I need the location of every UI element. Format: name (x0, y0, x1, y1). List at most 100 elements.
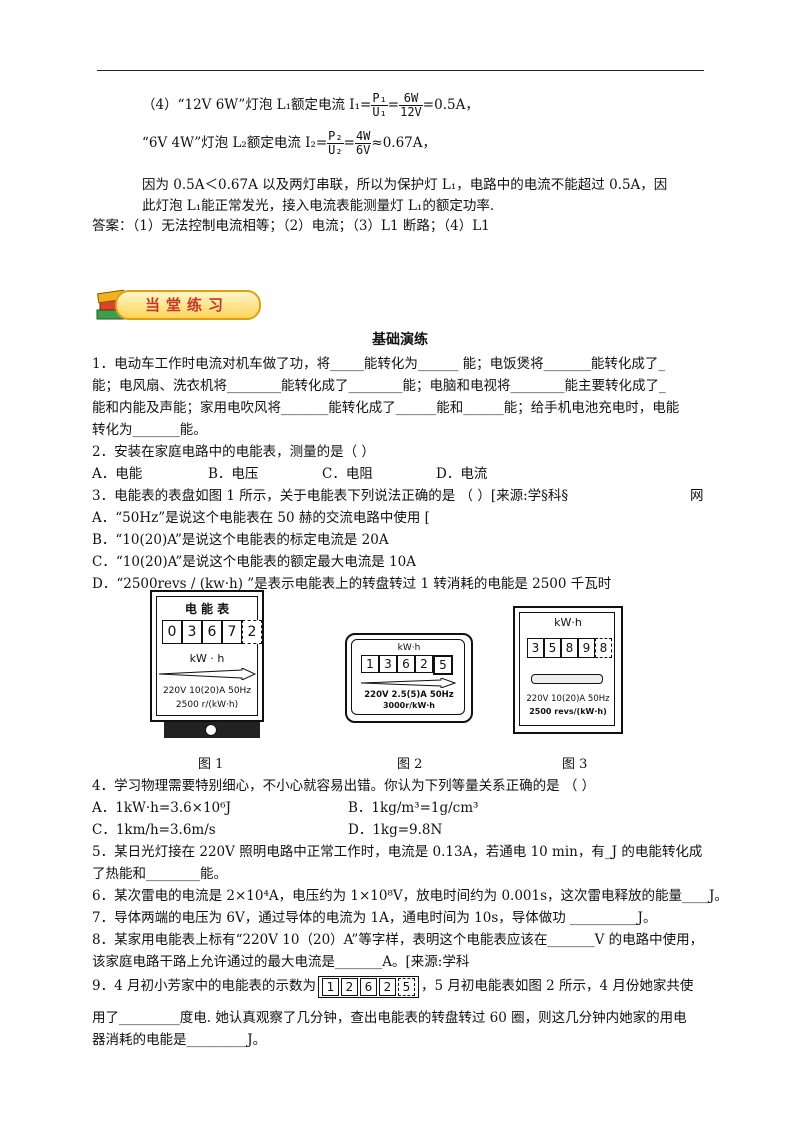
figure-3-caption: 图 3 (562, 757, 588, 772)
meter-digit: 0 (162, 620, 182, 644)
meter-digit: 6 (397, 655, 415, 673)
denominator: 12V (400, 105, 422, 119)
q3-option-c: C．“10(20)A”是说这个电能表的额定最大电流是 10A (92, 554, 417, 570)
meter-unit: kW·h (397, 643, 421, 653)
q1-line-1: 1．电动车工作时电流对机车做了功，将_____能转化为______ 能；电饭煲将… (92, 356, 666, 372)
meter-digit: 5 (544, 638, 561, 658)
meter-rev-const: 2500 revs/(kW·h) (529, 707, 607, 716)
rotor-window (531, 674, 603, 684)
meter-spec: 220V 10(20)A 50Hz (162, 686, 252, 696)
q9-text: 9．4 月初小芳家中的电能表的示数为 (92, 978, 316, 994)
meter-digit: 1 (361, 655, 379, 673)
solution-text: “6V 4W”灯泡 L₂额定电流 I₂= (142, 135, 328, 151)
banner-pill (115, 290, 261, 320)
numerator: P₁ (371, 91, 388, 106)
meter-body (150, 590, 264, 722)
meter-digit-decimal: 2 (242, 620, 262, 644)
meter-inner-frame (519, 612, 615, 726)
q9-line-2: 用了_________度电. 她认真观察了几分钟，查出电能表的转盘转过 60 圈… (92, 1010, 687, 1026)
meter-inner-frame (351, 639, 465, 715)
meter-digit: 7 (222, 620, 242, 644)
answer-line: 答案：（1）无法控制电流相等；（2）电流；（3）L1 断路；（4）L1 (92, 218, 490, 234)
numerator: P₂ (327, 129, 344, 144)
banner-label: 当堂练习 (145, 296, 230, 314)
q2-option-d: D．电流 (436, 466, 488, 482)
q1-line-4: 转化为_______能。 (92, 422, 207, 438)
meter-digit: 3 (182, 620, 202, 644)
rotor-arrow-icon (158, 668, 257, 680)
meter-inner-frame (156, 596, 258, 716)
q9-line-3: 器消耗的电能是_________J。 (92, 1032, 267, 1048)
q8-line-1: 8．某家用电能表上标有“220V 10（20）A”等字样，表明这个电能表应该在_… (92, 932, 704, 948)
meter-digit-decimal: 5 (397, 977, 415, 996)
figure-2-meter: kW·h 1 3 6 2 5 220V 2.5(5)A 50Hz 3000r/k… (345, 633, 473, 723)
meter-digit: 9 (578, 638, 595, 658)
meter-digit-decimal: 8 (595, 638, 612, 658)
practice-banner: 当堂练习 (95, 286, 261, 324)
q3-option-a: A．“50Hz”是说这个电能表在 50 赫的交流电路中使用 [ (92, 510, 430, 526)
meter-body (345, 633, 473, 723)
q1-line-3: 能和内能及声能；家用电吹风将_______能转化成了______能和______… (92, 400, 680, 416)
q4-option-b: B．1kg/m³=1g/cm³ (348, 800, 479, 816)
q6-stem: 6．某次雷电的电流是 2×10⁴A，电压约为 1×10⁸V，放电时间约为 0.0… (92, 888, 728, 904)
q3-stem: 3．电能表的表盘如图 1 所示，关于电能表下列说法正确的是 （ ）[来源:学§科… (92, 488, 569, 504)
meter-digit: 2 (378, 977, 396, 996)
q7-stem: 7．导体两端的电压为 6V，通过导体的电流为 1A，通电时间为 10s，导体做功… (92, 910, 657, 926)
meter-digit-decimal: 5 (433, 655, 453, 675)
figure-2-caption: 图 2 (397, 757, 423, 772)
q4-option-a: A．1kW·h=3.6×10⁶J (92, 800, 231, 816)
meter-digit: 3 (379, 655, 397, 673)
meter-unit: kW · h (189, 652, 225, 665)
equals-sign: = (387, 97, 400, 113)
figure-1-caption: 图 1 (198, 757, 224, 772)
q2-option-b: B．电压 (208, 466, 259, 482)
section-title: 基础演练 (372, 332, 428, 348)
numerator: 4W (354, 129, 372, 144)
figure-3-meter: kW·h 3 5 8 9 8 220V 10(20)A 50Hz 2500 re… (513, 606, 623, 734)
meter-title: 电 能 表 (184, 602, 230, 616)
q9-text: ，5 月初电能表如图 2 所示，4 月份她家共使 (420, 978, 694, 994)
numerator: 6W (399, 92, 423, 106)
meter-unit: kW·h (554, 616, 582, 629)
solution-text: =0.5A， (422, 97, 479, 113)
q1-line-2: 能；电风扇、洗衣机将________能转化成了________能；电脑和电视将_… (92, 378, 666, 394)
meter-digit: 6 (359, 977, 377, 996)
solution-line-6: 因为 0.5A＜0.67A 以及两灯串联，所以为保护灯 L₁，电路中的电流不能超… (142, 177, 668, 193)
solution-text: （4）“12V 6W”灯泡 L₁额定电流 I₁= (142, 97, 372, 113)
rotor-arrow-icon (360, 678, 457, 688)
meter-spec: 220V 2.5(5)A 50Hz (364, 690, 454, 700)
solution-text: ≈0.67A， (371, 135, 437, 151)
denominator: U₁ (372, 105, 387, 119)
meter-digit: 1 (321, 977, 339, 996)
equals-sign: = (343, 135, 355, 151)
denominator: U₂ (328, 143, 343, 157)
q3-tail: 网 (690, 488, 704, 504)
header-rule (97, 70, 704, 71)
q4-option-d: D．1kg=9.8N (348, 822, 443, 838)
figure-1-meter: 电 能 表 0 3 6 7 2 kW · h 220V 10(20)A 50Hz… (150, 590, 264, 742)
meter-spec: 220V 10(20)A 50Hz (526, 694, 610, 704)
q3-option-b: B．“10(20)A”是说这个电能表的标定电流是 20A (92, 532, 389, 548)
meter-digit: 2 (340, 977, 358, 996)
meter-rev-const: 3000r/kW·h (382, 701, 435, 710)
meter-body (513, 606, 623, 734)
meter-rev-const: 2500 r/(kW·h) (175, 700, 239, 710)
q5-line-2: 了热能和________能。 (92, 866, 227, 882)
meter-digit: 3 (527, 638, 544, 658)
screw-icon (205, 724, 217, 736)
q2-option-a: A．电能 (92, 466, 143, 482)
q5-line-1: 5．某日光灯接在 220V 照明电路中正常工作时，电流是 0.13A，若通电 1… (92, 844, 703, 860)
q2-stem: 2．安装在家庭电路中的电能表，测量的是（ ） (92, 444, 375, 460)
solution-line-7: 此灯泡 L₁能正常发光，接入电流表能测量灯 L₁的额定功率. (142, 198, 495, 214)
meter-digit: 8 (561, 638, 578, 658)
q4-stem: 4．学习物理需要特别细心，不小心就容易出错。你认为下列等量关系正确的是 （ ） (92, 778, 596, 794)
meter-digit: 6 (202, 620, 222, 644)
q8-line-2: 该家庭电路干路上允许通过的最大电流是_______A。[来源:学科 (92, 954, 470, 970)
